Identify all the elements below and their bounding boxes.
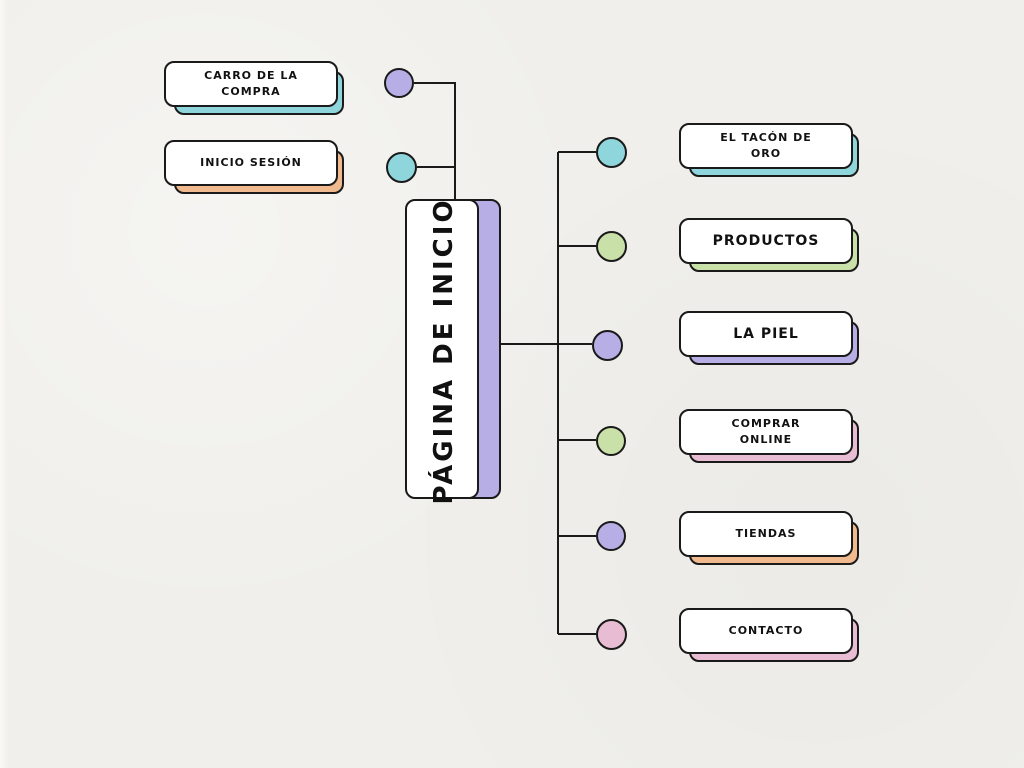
card-productos: Productos xyxy=(679,218,859,272)
connector-carro xyxy=(414,82,456,199)
paper-edge xyxy=(0,0,8,768)
central-face: Página de inicio xyxy=(405,197,479,505)
card-inicio-sesion: Inicio sesión xyxy=(164,140,344,194)
node-dot-el-tacon xyxy=(596,137,627,168)
card-tiendas: Tiendas xyxy=(679,511,859,565)
card-el-tacon-de-oro: El tacón de oro xyxy=(679,123,859,177)
card-label: Tiendas xyxy=(679,511,853,557)
card-label: Carro de la compra xyxy=(164,61,338,107)
node-dot-la-piel xyxy=(592,330,623,361)
card-comprar-online: Comprar online xyxy=(679,409,859,463)
node-dot-tiendas xyxy=(596,521,626,551)
central-topic: Página de inicio xyxy=(405,197,501,505)
node-dot-comprar-online xyxy=(596,426,626,456)
card-carro-compra: Carro de la compra xyxy=(164,61,344,115)
card-contacto: Contacto xyxy=(679,608,859,662)
card-label: Contacto xyxy=(679,608,853,654)
node-dot-contacto xyxy=(596,619,627,650)
node-dot-productos xyxy=(596,231,627,262)
card-la-piel: La piel xyxy=(679,311,859,365)
node-dot-inicio-sesion xyxy=(386,152,417,183)
card-label: La piel xyxy=(679,311,853,357)
node-dot-carro xyxy=(384,68,414,98)
card-label: El tacón de oro xyxy=(679,123,853,169)
card-label: Inicio sesión xyxy=(164,140,338,186)
card-label: Productos xyxy=(679,218,853,264)
central-topic-label: Página de inicio xyxy=(429,197,459,505)
card-label: Comprar online xyxy=(679,409,853,455)
